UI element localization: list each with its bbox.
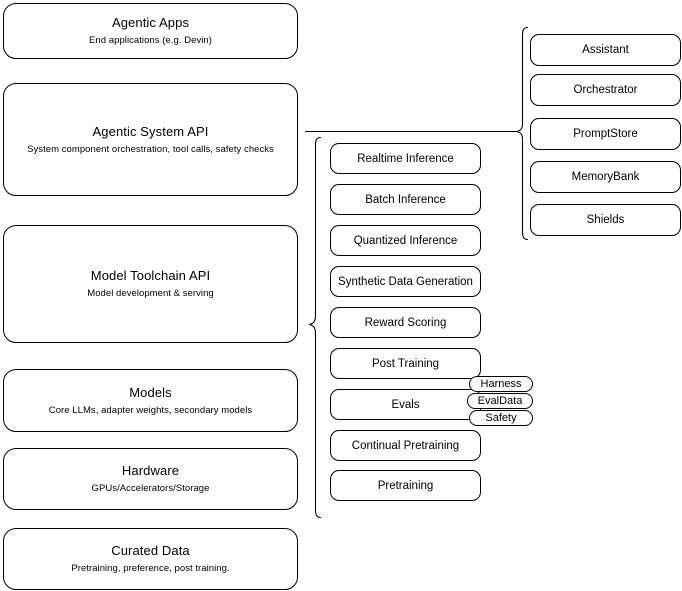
capability-box-evals[interactable]: Evals	[330, 389, 481, 420]
component-label: MemoryBank	[571, 171, 640, 183]
layer-subtitle: System component orchestration, tool cal…	[27, 143, 274, 155]
layer-box-agentic-system-api[interactable]: Agentic System API System component orch…	[3, 83, 298, 196]
capability-box-quantized-inference[interactable]: Quantized Inference	[330, 225, 481, 256]
component-box-memorybank[interactable]: MemoryBank	[530, 161, 681, 193]
component-box-shields[interactable]: Shields	[530, 204, 681, 236]
capability-label: Pretraining	[377, 479, 434, 492]
brace-toolchain-capabilities	[308, 136, 322, 519]
layer-subtitle: GPUs/Accelerators/Storage	[91, 483, 210, 494]
capability-label: Synthetic Data Generation	[338, 275, 473, 288]
capability-box-post-training[interactable]: Post Training	[330, 348, 481, 379]
capability-box-batch-inference[interactable]: Batch Inference	[330, 184, 481, 215]
eval-badge-harness[interactable]: Harness	[469, 376, 533, 392]
capability-box-pretraining[interactable]: Pretraining	[330, 470, 481, 501]
layer-box-curated-data[interactable]: Curated Data Pretraining, preference, po…	[3, 528, 298, 590]
capability-label: Evals	[391, 398, 420, 411]
connector-line-system-api-to-components	[305, 131, 518, 132]
layer-title: Model Toolchain API	[90, 268, 211, 283]
capability-label: Continual Pretraining	[351, 439, 460, 452]
capability-label: Quantized Inference	[353, 234, 458, 247]
layer-title: Models	[129, 384, 172, 400]
capability-label: Reward Scoring	[364, 316, 447, 329]
layer-subtitle: Core LLMs, adapter weights, secondary mo…	[48, 404, 253, 416]
layer-box-hardware[interactable]: Hardware GPUs/Accelerators/Storage	[3, 448, 298, 510]
capability-box-realtime-inference[interactable]: Realtime Inference	[330, 143, 481, 174]
capability-label: Batch Inference	[365, 193, 446, 206]
eval-badge-label: Safety	[485, 412, 517, 424]
capability-label: Post Training	[371, 357, 440, 370]
eval-badge-label: Harness	[480, 378, 522, 390]
layer-title: Agentic System API	[92, 123, 209, 139]
capability-label: Realtime Inference	[357, 152, 454, 165]
eval-badge-safety[interactable]: Safety	[469, 410, 533, 426]
component-label: Shields	[586, 214, 625, 226]
capability-box-synthetic-data-generation[interactable]: Synthetic Data Generation	[330, 266, 481, 297]
eval-badge-label: EvalData	[477, 395, 523, 407]
eval-badge-evaldata[interactable]: EvalData	[467, 393, 533, 409]
component-box-assistant[interactable]: Assistant	[530, 34, 681, 66]
layer-title: Hardware	[121, 463, 180, 478]
component-box-promptstore[interactable]: PromptStore	[530, 118, 681, 150]
layer-title: Agentic Apps	[111, 15, 190, 30]
layer-box-agentic-apps[interactable]: Agentic Apps End applications (e.g. Devi…	[3, 3, 298, 59]
capability-box-continual-pretraining[interactable]: Continual Pretraining	[330, 430, 481, 461]
layer-box-models[interactable]: Models Core LLMs, adapter weights, secon…	[3, 369, 298, 432]
layer-subtitle: Pretraining, preference, post training.	[71, 563, 230, 574]
component-label: Assistant	[582, 44, 629, 56]
layer-subtitle: Model development & serving	[87, 288, 214, 299]
component-label: PromptStore	[573, 128, 638, 140]
capability-box-reward-scoring[interactable]: Reward Scoring	[330, 307, 481, 338]
layer-title: Curated Data	[111, 543, 190, 558]
layer-subtitle: End applications (e.g. Devin)	[89, 35, 212, 46]
component-label: Orchestrator	[573, 84, 638, 96]
layer-box-model-toolchain-api[interactable]: Model Toolchain API Model development & …	[3, 225, 298, 343]
brace-system-components	[515, 26, 529, 241]
component-box-orchestrator[interactable]: Orchestrator	[530, 74, 681, 106]
